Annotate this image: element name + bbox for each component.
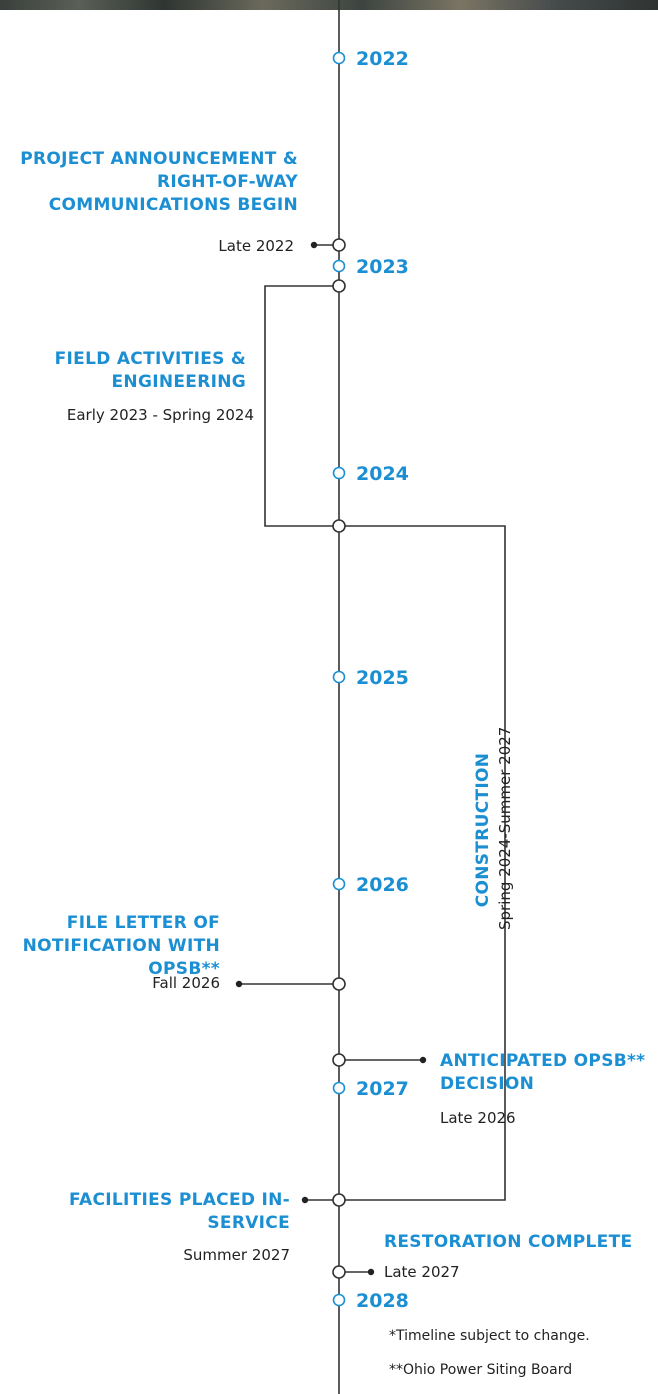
field-start-node [332,279,346,293]
year-label-2025: 2025 [356,667,409,689]
restoration-title: RESTORATION COMPLETE [384,1232,633,1252]
year-label-2023: 2023 [356,256,409,278]
letter-dot [235,980,243,988]
year-label-2026: 2026 [356,874,409,896]
year-label-2022: 2022 [356,48,409,70]
year-label-2024: 2024 [356,463,409,485]
announcement-dot [310,241,318,249]
year-marker-2023 [332,259,346,273]
year-marker-2028 [332,1293,346,1307]
facilities-date: Summer 2027 [183,1246,290,1264]
announcement-date: Late 2022 [218,237,294,255]
year-label-2027: 2027 [356,1078,409,1100]
construction-bracket [345,525,506,1201]
year-marker-2024 [332,466,346,480]
announcement-title: PROJECT ANNOUNCEMENT & RIGHT-OF-WAY COMM… [20,149,298,215]
construction-label-group: CONSTRUCTION Spring 2024-Summer 2027 [472,726,522,930]
decision-title: ANTICIPATED OPSB** DECISION [440,1051,646,1094]
letter-date: Fall 2026 [152,974,220,992]
letter-title: FILE LETTER OF NOTIFICATION WITH OPSB** [22,913,220,979]
year-label-2028: 2028 [356,1290,409,1312]
decision-node [332,1053,346,1067]
footnote-timeline: *Timeline subject to change. [389,1328,590,1344]
field-activities-date: Early 2023 - Spring 2024 [66,406,254,424]
year-marker-2027 [332,1081,346,1095]
header-photo-strip [0,0,658,10]
construction-title: CONSTRUCTION [473,752,493,908]
year-marker-2022 [332,51,346,65]
restoration-dot [367,1268,375,1276]
decision-date: Late 2026 [440,1109,516,1127]
field-activities-bracket [264,285,333,527]
year-marker-2025 [332,670,346,684]
facilities-node [332,1193,346,1207]
footnote-opsb: **Ohio Power Siting Board [389,1362,573,1378]
letter-node [332,977,346,991]
construction-date: Spring 2024-Summer 2027 [496,726,514,930]
field-activities-title: FIELD ACTIVITIES & ENGINEERING [54,349,246,392]
decision-dot [419,1056,427,1064]
construction-start-node [332,519,346,533]
announcement-node [332,238,346,252]
restoration-date: Late 2027 [384,1263,460,1281]
year-marker-2026 [332,877,346,891]
restoration-node [332,1265,346,1279]
facilities-title: FACILITIES PLACED IN-SERVICE [69,1190,290,1233]
facilities-dot [301,1196,309,1204]
